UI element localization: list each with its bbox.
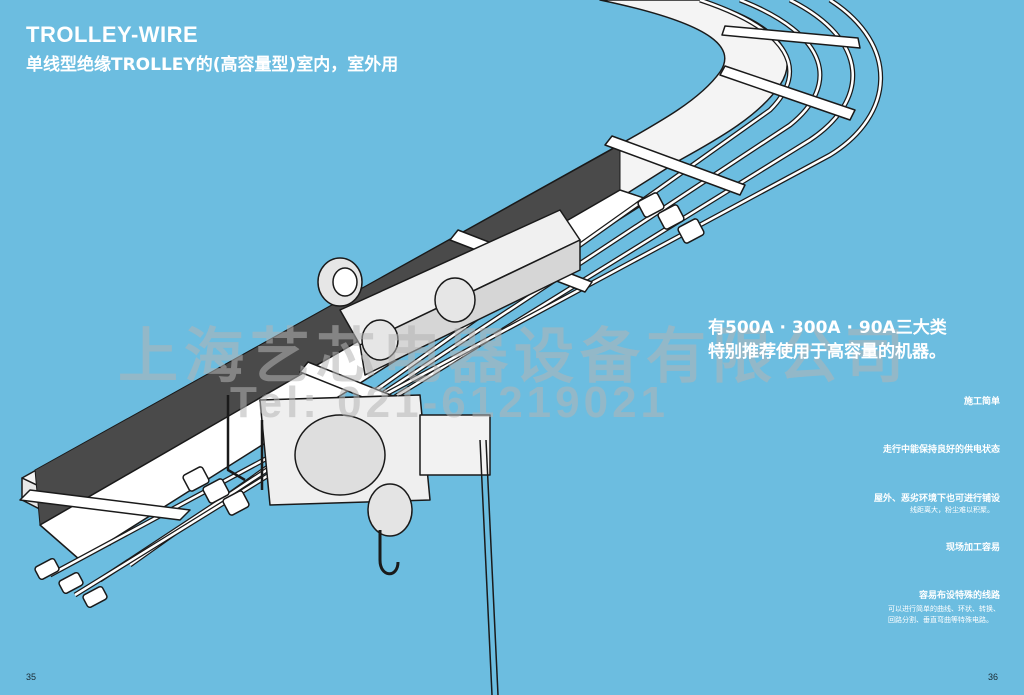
page-number-left: 35 (26, 672, 37, 682)
headline-line-1: 有500A · 300A · 90A三大类 (708, 318, 947, 338)
page-number-right: 36 (988, 672, 999, 682)
feature-3-note: 线距离大，粉尘难以积聚。 (910, 506, 994, 514)
feature-1-title: 施工简单 (963, 397, 1000, 407)
feature-2-title: 走行中能保持良好的供电状态 (882, 445, 1000, 455)
catalog-title: TROLLEY-WIRE (26, 22, 199, 47)
feature-3-title: 屋外、恶劣环境下也可进行铺设 (873, 494, 1000, 504)
product-headline: 有500A · 300A · 90A三大类 特别推荐使用于高容量的机器。 (708, 316, 1008, 364)
catalog-subtitle: 单线型绝缘TROLLEY的(高容量型)室内，室外用 (26, 55, 399, 75)
watermark-company: 上海艺芯电器设备有限公司 (118, 322, 910, 392)
feature-4-title: 现场加工容易 (945, 543, 1000, 553)
watermark-phone: Tel: 021-61219021 (230, 378, 670, 427)
feature-5-description: 可以进行简单的曲线、环状、转换、回路分割、垂直弯曲等特殊电路。 (888, 605, 1000, 624)
headline-line-2: 特别推荐使用于高容量的机器。 (708, 342, 946, 362)
feature-5-title: 容易布设特殊的线路 (918, 591, 1000, 601)
